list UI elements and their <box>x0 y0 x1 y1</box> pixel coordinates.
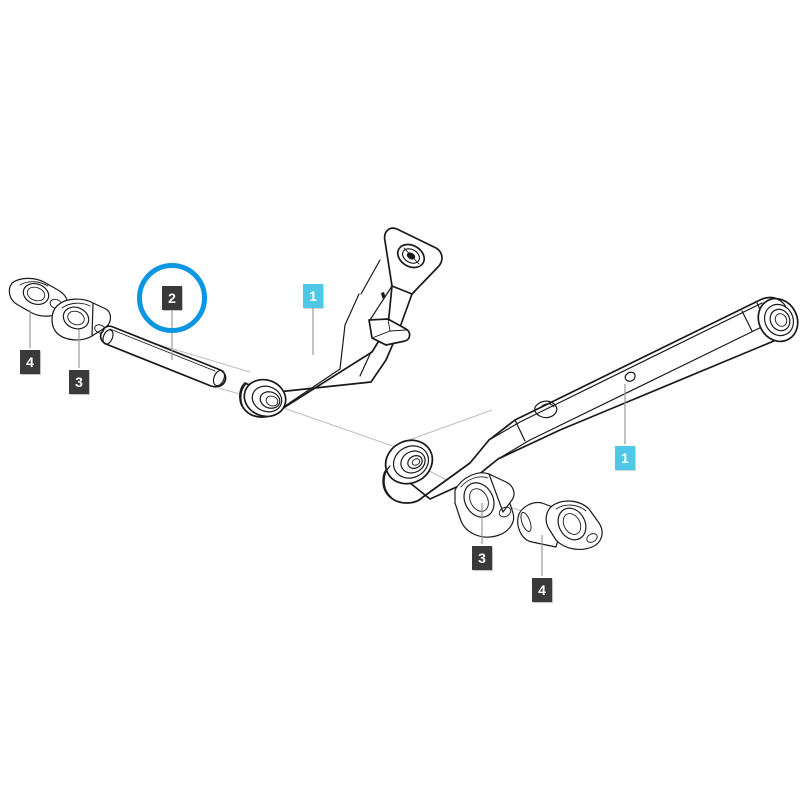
callout-badge-3-right[interactable]: 3 <box>472 546 492 570</box>
callout-badge-1-left-arm[interactable]: 1 <box>303 284 323 308</box>
callout-badge-3-left[interactable]: 3 <box>69 370 89 394</box>
highlight-ring-part-2 <box>137 263 207 333</box>
callout-badge-4-right[interactable]: 4 <box>532 578 552 602</box>
part-pin-rod <box>99 325 227 388</box>
part-lift-arm <box>382 296 799 504</box>
part-bushing-collar-right <box>454 472 515 538</box>
part-flanged-bushing-right <box>517 500 603 550</box>
callout-badge-4-left[interactable]: 4 <box>20 350 40 374</box>
callout-badge-1-right-arm[interactable]: 1 <box>615 446 635 470</box>
callout-badge-2[interactable]: 2 <box>162 286 182 310</box>
part-flanged-bushing-left <box>8 277 68 317</box>
part-bell-crank-arm <box>239 227 443 418</box>
